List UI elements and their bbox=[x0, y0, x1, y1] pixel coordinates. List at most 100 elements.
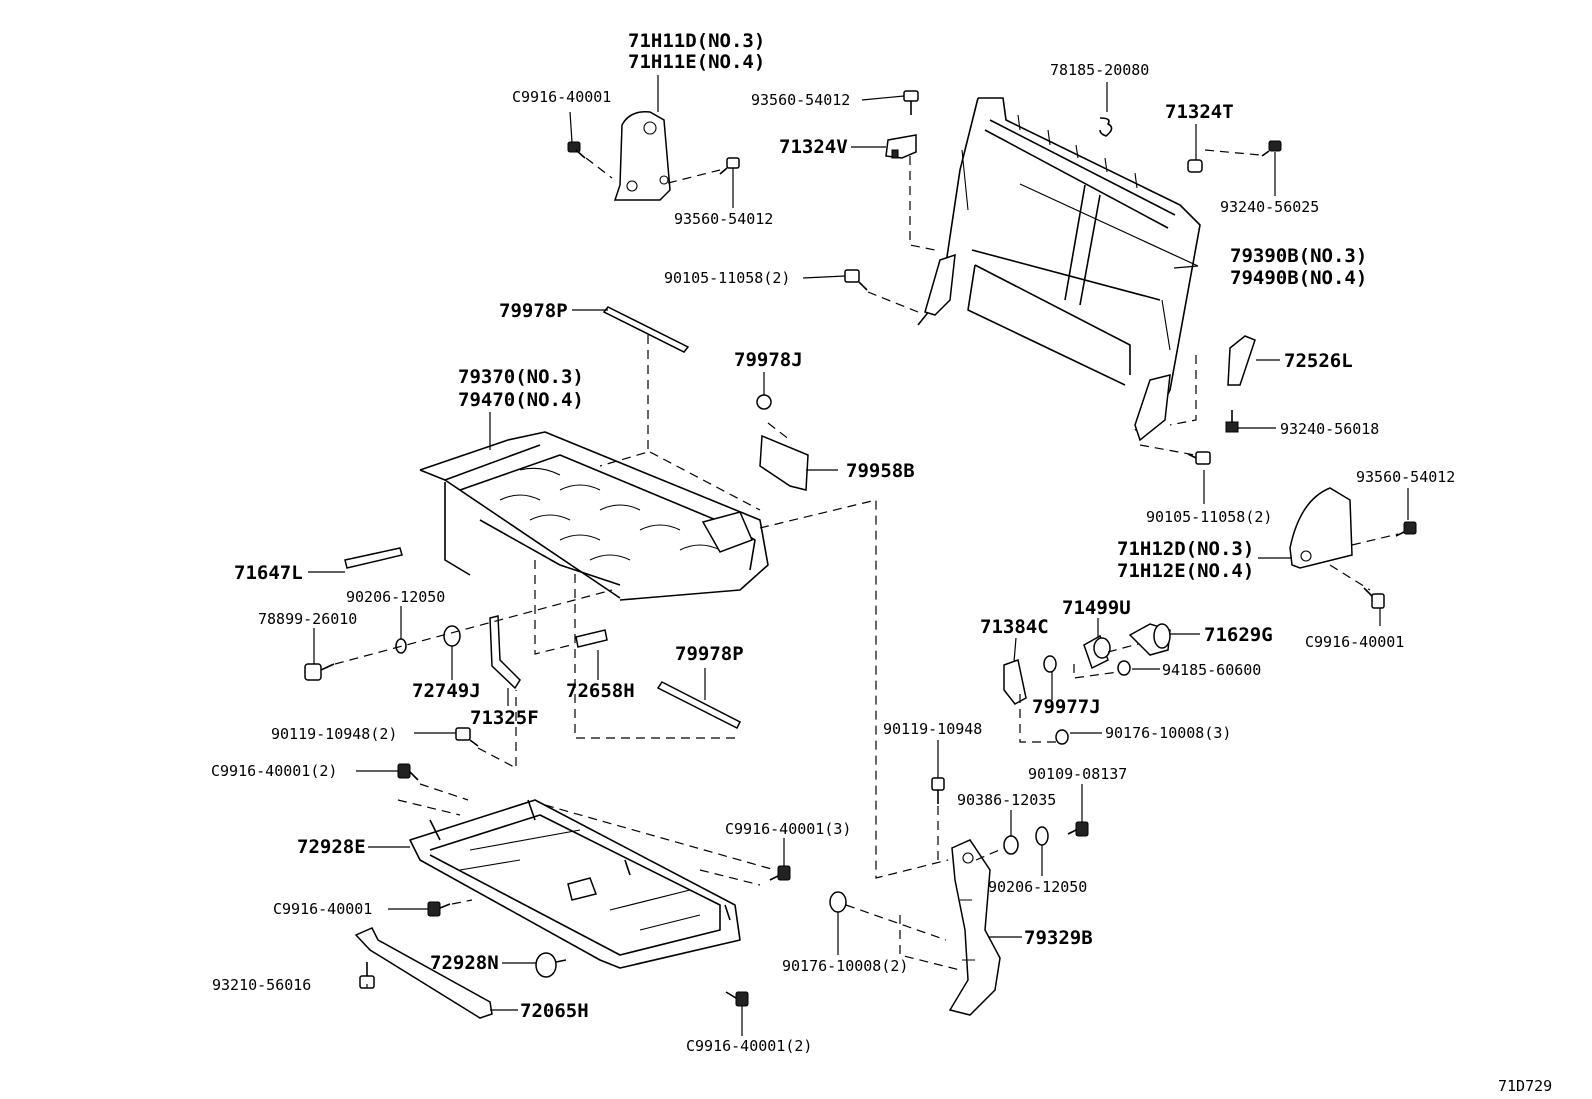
rod-78185 bbox=[1099, 117, 1113, 137]
bolt-90176-2 bbox=[829, 891, 847, 913]
screw-94185 bbox=[1117, 660, 1131, 676]
callout-90386-12035: 90386-12035 bbox=[957, 791, 1056, 809]
assembly-dashed-lines bbox=[334, 149, 1399, 971]
bushing-72749j bbox=[443, 625, 461, 647]
bolt-c9916-left bbox=[427, 901, 451, 917]
callout-72065h: 72065H bbox=[520, 1000, 589, 1022]
callout-93240-56018: 93240-56018 bbox=[1280, 420, 1379, 438]
callout-72658h: 72658H bbox=[566, 680, 635, 702]
bolt-c9916-3 bbox=[769, 865, 791, 881]
diagram-id: 71D729 bbox=[1498, 1077, 1552, 1095]
callout-labels: 71H11D(NO.3) 71H11E(NO.4) C9916-40001 93… bbox=[211, 30, 1455, 1055]
callout-c9916-40001-2-upper: C9916-40001(2) bbox=[211, 762, 337, 780]
callout-c9916-40001-top: C9916-40001 bbox=[512, 88, 611, 106]
callout-71h12e: 71H12E(NO.4) bbox=[1117, 560, 1254, 582]
callout-79390b: 79390B(NO.3) bbox=[1230, 245, 1367, 267]
callout-79370: 79370(NO.3) bbox=[458, 366, 584, 388]
strip-71647l bbox=[344, 547, 403, 569]
screw-93560-top bbox=[719, 157, 740, 175]
pad-79978p-bottom bbox=[656, 681, 742, 730]
callout-71h11e: 71H11E(NO.4) bbox=[628, 51, 765, 73]
callout-79978j: 79978J bbox=[734, 349, 803, 371]
callout-90119-10948-right: 90119-10948 bbox=[883, 720, 982, 738]
callout-71324t: 71324T bbox=[1165, 101, 1234, 123]
callout-90105-11058-left: 90105-11058(2) bbox=[664, 269, 790, 287]
part-drawings bbox=[304, 90, 1417, 1019]
washer-90206-right bbox=[1035, 826, 1049, 846]
callout-71325f: 71325F bbox=[470, 707, 539, 729]
callout-90119-10948-left: 90119-10948(2) bbox=[271, 725, 397, 743]
callout-79470: 79470(NO.4) bbox=[458, 389, 584, 411]
callout-90206-12050-right: 90206-12050 bbox=[988, 878, 1087, 896]
bolt-90105-right bbox=[1187, 451, 1211, 465]
bushing-71499u bbox=[1083, 634, 1111, 670]
leader-lines bbox=[308, 75, 1409, 1036]
callout-90105-11058-right: 90105-11058(2) bbox=[1146, 508, 1272, 526]
callout-c9916-40001-right: C9916-40001 bbox=[1305, 633, 1404, 651]
callout-71629g: 71629G bbox=[1204, 624, 1273, 646]
block-72658h bbox=[575, 629, 608, 648]
callout-79958b: 79958B bbox=[846, 460, 915, 482]
screw-93560-54012-a bbox=[903, 90, 919, 115]
callout-72749j: 72749J bbox=[412, 680, 481, 702]
under-tray-72928e bbox=[409, 799, 741, 969]
clip-71324v bbox=[885, 134, 917, 159]
callout-93560-54012-clip: 93560-54012 bbox=[751, 91, 850, 109]
seatback-cover-lower-right bbox=[1289, 487, 1353, 569]
bolt-c9916-bottom bbox=[725, 991, 749, 1007]
bolt-90176-3 bbox=[1055, 729, 1069, 745]
callout-71647l: 71647L bbox=[234, 562, 303, 584]
callout-79978p-bottom: 79978P bbox=[675, 643, 744, 665]
bracket-79329b bbox=[948, 839, 1001, 1016]
washer-79977j bbox=[1043, 655, 1057, 673]
callout-71499u: 71499U bbox=[1062, 597, 1131, 619]
callout-93560-54012-right: 93560-54012 bbox=[1356, 468, 1455, 486]
callout-c9916-40001-3: C9916-40001(3) bbox=[725, 820, 851, 838]
bolt-c9916-top bbox=[567, 141, 586, 159]
pin-72928n bbox=[535, 952, 567, 978]
callout-71h12d: 71H12D(NO.3) bbox=[1117, 538, 1254, 560]
callout-71h11d: 71H11D(NO.3) bbox=[628, 30, 765, 52]
screw-93240-56018 bbox=[1225, 410, 1239, 433]
callout-71384c: 71384C bbox=[980, 616, 1049, 638]
callout-72928e: 72928E bbox=[297, 836, 366, 858]
seatback-cover-upper-left bbox=[613, 111, 671, 201]
bush-90386 bbox=[1003, 835, 1019, 855]
callout-72928n: 72928N bbox=[430, 952, 499, 974]
pad-79978p-top bbox=[602, 306, 690, 353]
callout-78899-26010: 78899-26010 bbox=[258, 610, 357, 628]
bolt-c9916-right bbox=[1363, 587, 1385, 609]
callout-90176-10008-3: 90176-10008(3) bbox=[1105, 724, 1231, 742]
cap-71324t bbox=[1187, 159, 1203, 173]
screw-93240-56025 bbox=[1261, 140, 1282, 157]
bolt-c9916-2 bbox=[397, 763, 419, 781]
callout-90206-12050-left: 90206-12050 bbox=[346, 588, 445, 606]
callout-78185-20080: 78185-20080 bbox=[1050, 61, 1149, 79]
bolt-78899 bbox=[304, 663, 335, 681]
callout-79977j: 79977J bbox=[1032, 696, 1101, 718]
bolt-90119-right bbox=[931, 777, 945, 804]
callout-90109-08137: 90109-08137 bbox=[1028, 765, 1127, 783]
link-71325f bbox=[489, 615, 521, 690]
callout-79329b: 79329B bbox=[1024, 927, 1093, 949]
screw-93560-right bbox=[1395, 521, 1417, 537]
knob-71629g bbox=[1128, 623, 1171, 656]
bolt-90109 bbox=[1067, 821, 1089, 837]
callout-79978p-top: 79978P bbox=[499, 300, 568, 322]
bracket-79958b bbox=[759, 434, 809, 491]
callout-c9916-40001-2-lower: C9916-40001(2) bbox=[686, 1037, 812, 1055]
callout-71324v: 71324V bbox=[779, 136, 848, 158]
lever-72526l bbox=[1227, 335, 1256, 386]
clip-79978j bbox=[756, 394, 772, 410]
seat-cushion-frame bbox=[419, 431, 769, 601]
callout-72526l: 72526L bbox=[1284, 350, 1353, 372]
strap-72065h bbox=[354, 927, 493, 1019]
callout-c9916-40001-mid: C9916-40001 bbox=[273, 900, 372, 918]
bolt-90119-left bbox=[455, 727, 479, 747]
callout-93240-56025: 93240-56025 bbox=[1220, 198, 1319, 216]
callout-94185-60600: 94185-60600 bbox=[1162, 661, 1261, 679]
callout-93560-54012-top: 93560-54012 bbox=[674, 210, 773, 228]
seatback-frame bbox=[917, 97, 1201, 442]
callout-90176-10008-2: 90176-10008(2) bbox=[782, 957, 908, 975]
